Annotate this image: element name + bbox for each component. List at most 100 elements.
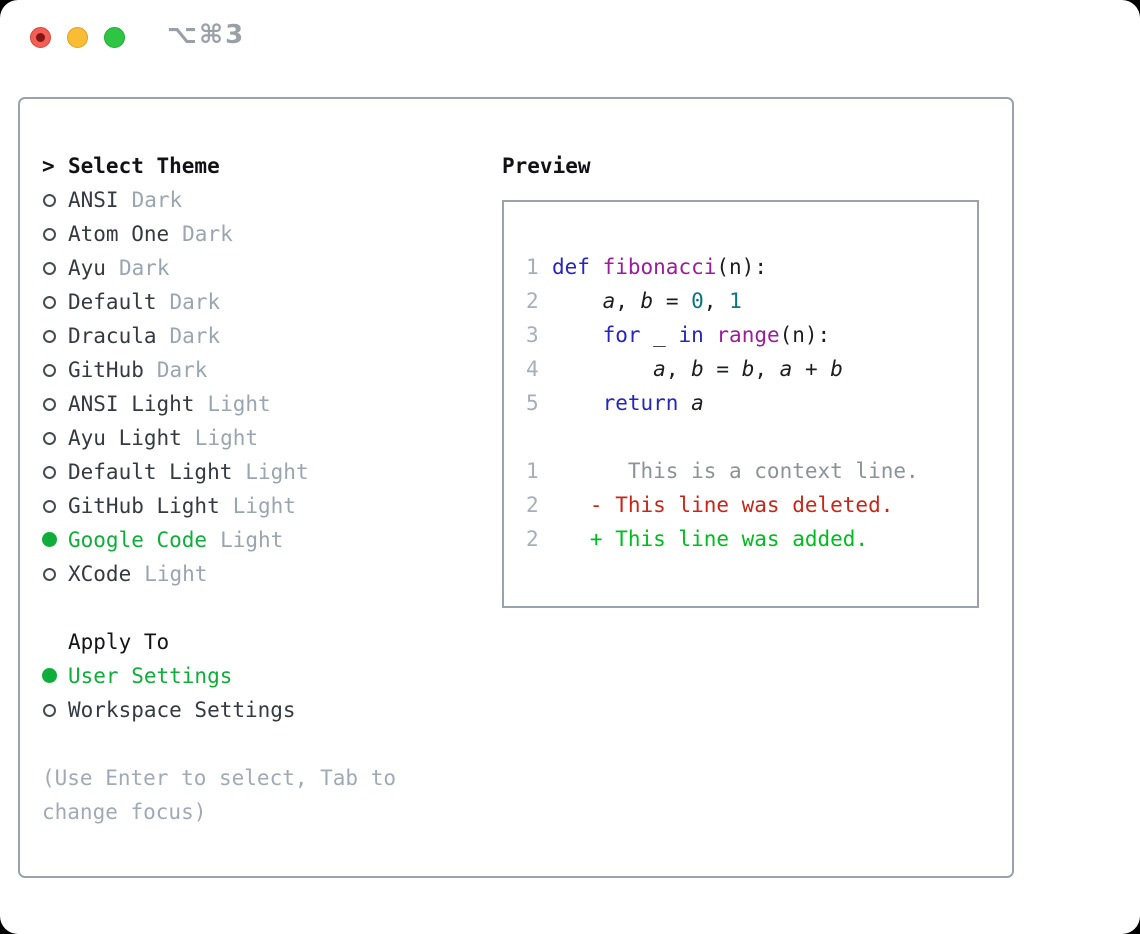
code-token-plain: , bbox=[615, 289, 641, 313]
apply-to-option[interactable]: Workspace Settings bbox=[42, 693, 502, 727]
theme-variant: Dark bbox=[169, 290, 221, 314]
radio-icon bbox=[43, 398, 56, 411]
code-token-plain bbox=[590, 255, 603, 279]
diff-preview: 1 This is a context line.2 - This line w… bbox=[526, 454, 977, 556]
theme-option[interactable]: Ayu Light Light bbox=[42, 421, 502, 455]
diff-line-context: 1 This is a context line. bbox=[526, 454, 977, 488]
diff-line-deleted: 2 - This line was deleted. bbox=[526, 488, 977, 522]
code-token-plain bbox=[678, 391, 691, 415]
preview-spacer bbox=[526, 420, 977, 454]
code-token-var: a bbox=[779, 357, 793, 381]
diff-line-added: 2 + This line was added. bbox=[526, 522, 977, 556]
theme-name: XCode bbox=[68, 562, 132, 586]
code-token-var: a bbox=[653, 357, 666, 381]
select-theme-title: Select Theme bbox=[68, 154, 220, 178]
theme-variant: Light bbox=[194, 426, 259, 450]
radio-icon bbox=[43, 364, 56, 377]
diff-text: - This line was deleted. bbox=[552, 493, 894, 517]
theme-option[interactable]: Default Dark bbox=[42, 285, 502, 319]
apply-to-option-label: Workspace Settings bbox=[68, 698, 296, 722]
code-token-keyword: return bbox=[602, 391, 679, 415]
line-number: 1 bbox=[526, 255, 539, 279]
theme-option[interactable]: Google Code Light bbox=[42, 523, 502, 557]
select-theme-header-row: >Select Theme bbox=[42, 149, 502, 183]
theme-name: Default bbox=[68, 290, 157, 314]
line-number: 4 bbox=[526, 357, 539, 381]
radio-icon bbox=[43, 500, 56, 513]
apply-to-title: Apply To bbox=[68, 630, 170, 654]
code-token-plain: , bbox=[665, 357, 692, 381]
code-token-plain: _ bbox=[640, 323, 679, 347]
code-token-function: fibonacci bbox=[602, 255, 717, 279]
theme-option[interactable]: GitHub Light Light bbox=[42, 489, 502, 523]
code-token-var: a bbox=[602, 289, 616, 313]
title-bar: ⌥⌘3 bbox=[0, 0, 1140, 72]
code-token-keyword: def bbox=[552, 255, 590, 279]
theme-variant: Light bbox=[232, 494, 296, 518]
code-token-plain bbox=[552, 289, 603, 313]
close-button[interactable] bbox=[30, 27, 51, 48]
theme-option[interactable]: Dracula Dark bbox=[42, 319, 502, 353]
diff-text: + This line was added. bbox=[552, 527, 869, 551]
theme-name: ANSI bbox=[68, 188, 119, 212]
minimize-button[interactable] bbox=[67, 27, 88, 48]
code-token-number: 1 bbox=[729, 289, 742, 313]
window-shortcut-label: ⌥⌘3 bbox=[167, 20, 246, 50]
diff-text: This is a context line. bbox=[552, 459, 919, 483]
theme-name: Google Code bbox=[68, 528, 208, 552]
line-number: 1 bbox=[526, 459, 539, 483]
code-token-plain: (n): bbox=[716, 255, 767, 279]
code-token-plain: , bbox=[703, 289, 730, 313]
line-number: 2 bbox=[526, 493, 539, 517]
line-number: 2 bbox=[526, 527, 539, 551]
preview-title: Preview bbox=[502, 154, 591, 178]
code-token-keyword: in bbox=[678, 323, 704, 347]
theme-variant: Dark bbox=[182, 222, 233, 246]
theme-variant: Light bbox=[220, 528, 284, 552]
code-token-plain: = bbox=[653, 289, 692, 313]
zoom-button[interactable] bbox=[104, 27, 125, 48]
code-token-plain: , bbox=[754, 357, 780, 381]
code-line: 1 def fibonacci(n): bbox=[526, 250, 977, 284]
radio-icon bbox=[43, 262, 56, 275]
code-token-var: b bbox=[691, 357, 704, 381]
theme-name: Ayu bbox=[68, 256, 106, 280]
radio-icon bbox=[43, 432, 56, 445]
code-token-plain bbox=[552, 323, 603, 347]
theme-variant: Light bbox=[245, 460, 309, 484]
apply-to-option-label: User Settings bbox=[68, 664, 233, 688]
radio-icon bbox=[43, 228, 56, 241]
apply-to-option[interactable]: User Settings bbox=[42, 659, 502, 693]
keyboard-hint: (Use Enter to select, Tab to change focu… bbox=[42, 766, 397, 824]
theme-name: Dracula bbox=[68, 324, 157, 348]
code-token-plain: = bbox=[703, 357, 742, 381]
radio-selected-icon bbox=[42, 532, 57, 547]
line-number: 2 bbox=[526, 289, 539, 313]
code-line: 4 a, b = b, a + b bbox=[526, 352, 977, 386]
theme-name: GitHub Light bbox=[68, 494, 220, 518]
radio-icon bbox=[43, 194, 56, 207]
theme-name: Ayu Light bbox=[68, 426, 182, 450]
theme-variant: Dark bbox=[118, 256, 170, 280]
theme-option[interactable]: Ayu Dark bbox=[42, 251, 502, 285]
code-line: 2 a, b = 0, 1 bbox=[526, 284, 977, 318]
code-token-keyword: for bbox=[602, 323, 641, 347]
theme-variant: Dark bbox=[169, 324, 221, 348]
radio-icon bbox=[43, 466, 56, 479]
code-token-plain bbox=[704, 323, 717, 347]
code-token-var: b bbox=[741, 357, 755, 381]
